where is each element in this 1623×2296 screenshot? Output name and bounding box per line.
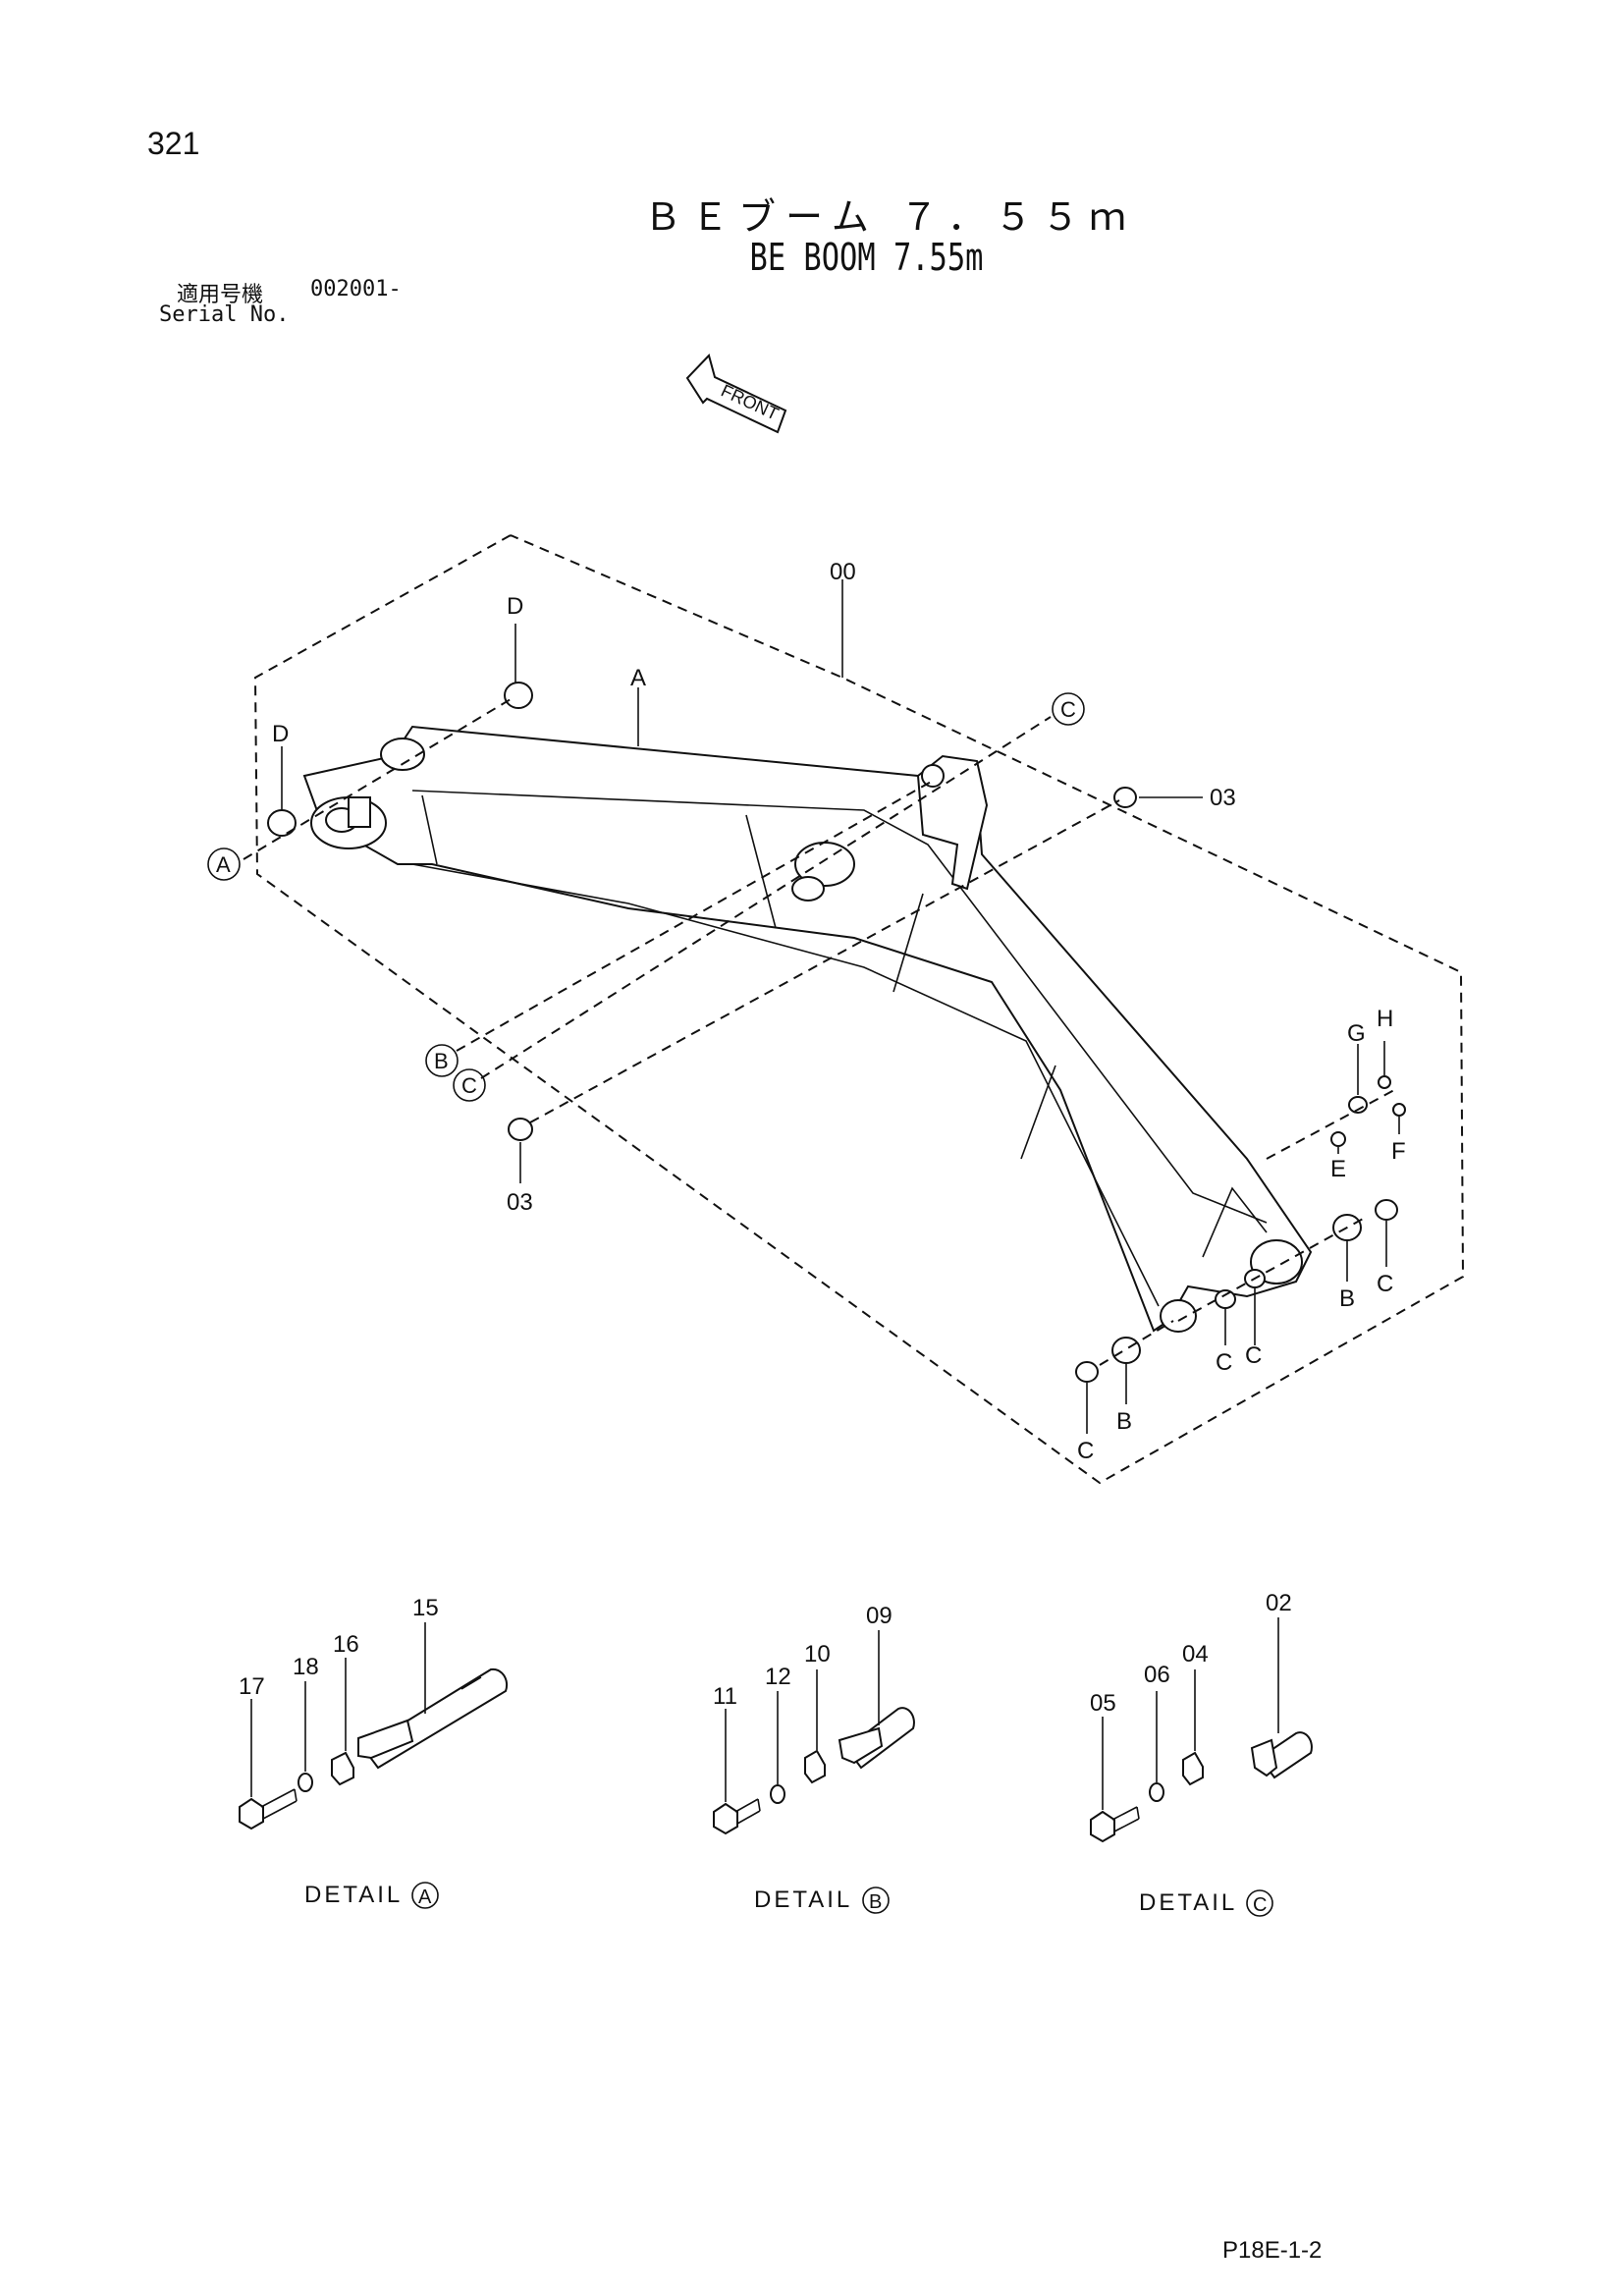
callout-03-right: 03 — [1210, 785, 1236, 811]
callout-g: G — [1347, 1020, 1366, 1047]
detail-c-part-02: 02 — [1266, 1590, 1292, 1616]
detail-c-part-04: 04 — [1182, 1641, 1209, 1667]
bolt-icon — [713, 1798, 761, 1835]
pin-icon — [357, 1667, 509, 1770]
detail-b-marker: B — [869, 1891, 882, 1913]
detail-c: 05 06 04 02 DETAIL C — [1090, 1590, 1313, 1917]
callout-circle-a: A — [216, 852, 231, 877]
detail-a: 17 18 16 15 DETAIL A — [239, 1595, 509, 1909]
bush-d-left — [267, 809, 297, 837]
serial-value: 002001- — [310, 277, 402, 301]
spacer-03-right — [1113, 787, 1137, 808]
leader-lines — [243, 579, 1400, 1434]
pin-icon — [1250, 1731, 1313, 1779]
callout-h: H — [1377, 1006, 1393, 1032]
detail-a-marker: A — [418, 1886, 432, 1908]
bush-b-low — [1111, 1337, 1141, 1364]
callout-e: E — [1330, 1156, 1346, 1182]
title-japanese: ＢＥブーム ７．５５ｍ — [644, 195, 1136, 239]
detail-b-part-12: 12 — [765, 1664, 791, 1690]
plate-icon — [331, 1751, 354, 1786]
washer-icon — [298, 1773, 313, 1792]
callout-c-right: C — [1377, 1271, 1393, 1297]
detail-a-part-18: 18 — [293, 1654, 319, 1680]
plate-icon — [804, 1749, 826, 1784]
assembly-boundary — [253, 534, 1465, 1485]
detail-b-label: DETAIL — [754, 1886, 852, 1913]
detail-c-label: DETAIL — [1139, 1889, 1237, 1916]
callout-circle-c-top: C — [1060, 697, 1076, 722]
detail-c-marker: C — [1253, 1894, 1267, 1916]
detail-b-part-11: 11 — [713, 1683, 737, 1710]
detail-a-part-17: 17 — [239, 1673, 265, 1700]
washer-icon — [1149, 1782, 1164, 1802]
boom-body — [302, 725, 1313, 1333]
detail-c-part-05: 05 — [1090, 1690, 1116, 1717]
callout-c-mid1: C — [1216, 1349, 1232, 1376]
part-g — [1348, 1096, 1368, 1114]
detail-a-part-15: 15 — [412, 1595, 439, 1621]
bolt-icon — [239, 1788, 298, 1831]
detail-c-part-06: 06 — [1144, 1662, 1170, 1688]
callout-b-right: B — [1339, 1285, 1355, 1312]
washer-icon — [770, 1784, 785, 1804]
callout-c-low: C — [1077, 1438, 1094, 1464]
front-arrow-icon: FRONT — [685, 354, 787, 434]
callout-a-main: A — [630, 665, 646, 691]
part-e — [1330, 1131, 1346, 1147]
seal-c-low — [1075, 1361, 1099, 1383]
title-english: BE BOOM 7.55m — [749, 236, 984, 279]
callout-03-left: 03 — [507, 1189, 533, 1216]
callout-c-mid2: C — [1245, 1342, 1262, 1369]
part-h — [1378, 1075, 1391, 1089]
seal-c-mid1 — [1215, 1289, 1236, 1309]
callout-d-top: D — [507, 593, 523, 620]
document-code: P18E-1-2 — [1222, 2237, 1323, 2264]
plate-icon — [1182, 1751, 1204, 1786]
pin-icon — [838, 1707, 915, 1770]
bush-d-top — [504, 682, 533, 709]
callouts: 00 A D D 03 03 G H E F B C C C B C A B C… — [207, 559, 1406, 1464]
serial-label-english: Serial No. — [159, 302, 290, 327]
detail-b: 11 12 10 09 DETAIL B — [713, 1603, 915, 1914]
part-f — [1392, 1103, 1406, 1117]
page-number: 321 — [147, 126, 200, 161]
detail-b-part-09: 09 — [866, 1603, 893, 1629]
callout-b-low: B — [1116, 1408, 1132, 1435]
seal-c-right — [1375, 1199, 1398, 1221]
detail-b-part-10: 10 — [804, 1641, 831, 1667]
bushings — [267, 682, 1406, 1383]
callout-d-left: D — [272, 721, 289, 747]
detail-a-part-16: 16 — [333, 1631, 359, 1658]
callout-circle-b: B — [434, 1049, 449, 1073]
callout-00: 00 — [830, 559, 856, 585]
bolt-icon — [1090, 1806, 1140, 1843]
spacer-03-left — [508, 1118, 533, 1141]
serial-label-japanese: 適用号機 — [177, 283, 264, 307]
detail-a-label: DETAIL — [304, 1882, 403, 1908]
callout-f: F — [1391, 1138, 1406, 1165]
callout-circle-c: C — [461, 1073, 477, 1098]
